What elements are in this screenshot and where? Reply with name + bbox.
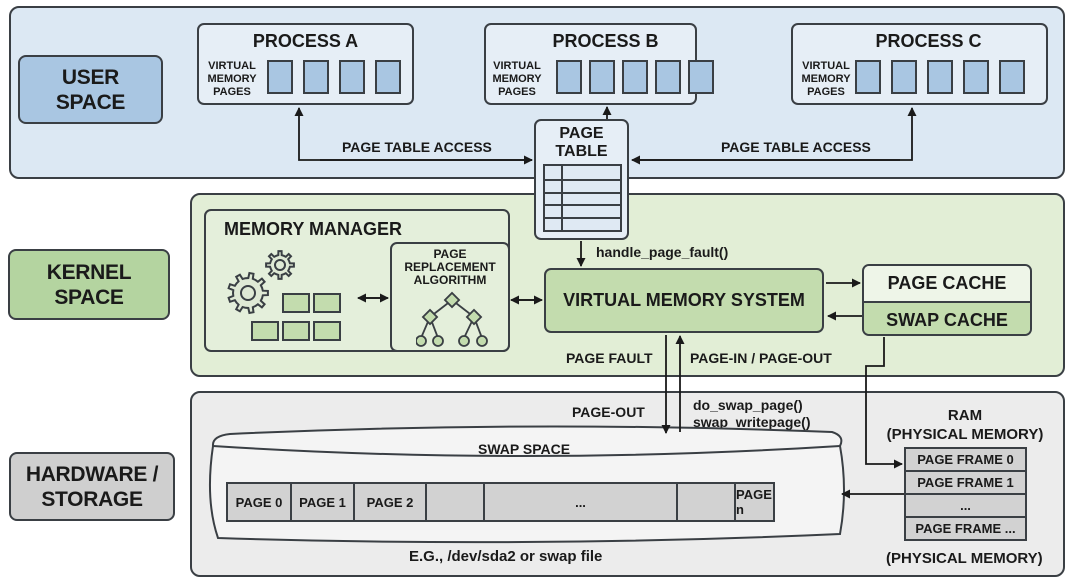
virtual-page <box>963 60 989 94</box>
user-space-label: USER SPACE <box>18 55 163 124</box>
process-c: PROCESS C VIRTUAL MEMORY PAGES <box>791 23 1048 105</box>
virtual-page <box>267 60 293 94</box>
page-table-row <box>545 217 620 220</box>
process-title: PROCESS A <box>252 31 359 51</box>
memory-block <box>251 321 279 341</box>
swap-space-caption: E.G., /dev/sda2 or swap file <box>409 548 603 565</box>
hardware-storage-label: HARDWARE / STORAGE <box>9 452 175 521</box>
ram-title: RAM (PHYSICAL MEMORY) <box>886 407 1044 443</box>
virtual-memory-pages-label: VIRTUAL MEMORY PAGES <box>207 60 257 98</box>
virtual-memory-pages-label: VIRTUAL MEMORY PAGES <box>801 60 851 98</box>
page-frame: ... <box>906 495 1025 518</box>
swap-page-slot <box>678 484 736 520</box>
page-out-label: PAGE-OUT <box>572 404 645 420</box>
page-table-access-right-label: PAGE TABLE ACCESS <box>721 139 871 155</box>
page-frame: PAGE FRAME ... <box>906 518 1025 541</box>
page-in-out-label: PAGE-IN / PAGE-OUT <box>690 350 832 366</box>
swap-page-slot: ... <box>485 484 678 520</box>
page-table-access-left-label: PAGE TABLE ACCESS <box>342 139 492 155</box>
kernel-space-label: KERNEL SPACE <box>8 249 170 320</box>
page-table-row <box>545 204 620 207</box>
virtual-page <box>303 60 329 94</box>
page-frame: PAGE FRAME 0 <box>906 449 1025 472</box>
page-table-title: PAGE TABLE <box>555 125 608 160</box>
swap-page-slot: PAGE 1 <box>292 484 355 520</box>
process-a: PROCESS A VIRTUAL MEMORY PAGES <box>197 23 414 105</box>
swap-page-slot: PAGE n <box>736 484 773 520</box>
page-fault-label: PAGE FAULT <box>566 350 653 366</box>
decision-tree-icon <box>416 291 488 347</box>
virtual-page <box>999 60 1025 94</box>
virtual-page <box>891 60 917 94</box>
handle-page-fault-label: handle_page_fault() <box>596 244 729 260</box>
page-replacement-title: PAGE REPLACEMENT ALGORITHM <box>404 247 496 287</box>
page-cache: PAGE CACHE <box>864 266 1030 303</box>
page-table-grid <box>543 164 622 232</box>
swap-cache: SWAP CACHE <box>864 303 1030 334</box>
virtual-page <box>688 60 714 94</box>
process-title: PROCESS C <box>875 31 982 51</box>
swap-page-slot: PAGE 0 <box>228 484 292 520</box>
memory-block <box>282 293 310 313</box>
virtual-page <box>589 60 615 94</box>
virtual-page <box>855 60 881 94</box>
swap-page-slot: PAGE 2 <box>355 484 427 520</box>
virtual-page <box>622 60 648 94</box>
virtual-page <box>339 60 365 94</box>
virtual-page <box>556 60 582 94</box>
page-table: PAGE TABLE <box>534 119 629 240</box>
virtual-page <box>655 60 681 94</box>
virtual-page <box>927 60 953 94</box>
swap-functions-label: do_swap_page() swap_writepage() <box>693 397 811 430</box>
virtual-memory-system: VIRTUAL MEMORY SYSTEM <box>544 268 824 333</box>
cache-stack: PAGE CACHE SWAP CACHE <box>862 264 1032 336</box>
process-b: PROCESS B VIRTUAL MEMORY PAGES <box>484 23 714 105</box>
page-table-row <box>545 191 620 194</box>
swap-page-slot <box>427 484 485 520</box>
process-title: PROCESS B <box>552 31 659 51</box>
page-table-row <box>545 178 620 181</box>
ram-caption: (PHYSICAL MEMORY) <box>886 550 1043 567</box>
gears-icon <box>227 250 295 315</box>
virtual-page <box>375 60 401 94</box>
virtual-memory-pages-label: VIRTUAL MEMORY PAGES <box>492 60 542 98</box>
memory-block <box>282 321 310 341</box>
swap-space-title: SWAP SPACE <box>478 441 571 457</box>
page-replacement-algorithm: PAGE REPLACEMENT ALGORITHM <box>390 242 510 352</box>
memory-block <box>313 321 341 341</box>
page-frame: PAGE FRAME 1 <box>906 472 1025 495</box>
memory-block <box>313 293 341 313</box>
memory-manager-title: MEMORY MANAGER <box>224 219 403 239</box>
page-table-column-divider <box>561 166 563 230</box>
